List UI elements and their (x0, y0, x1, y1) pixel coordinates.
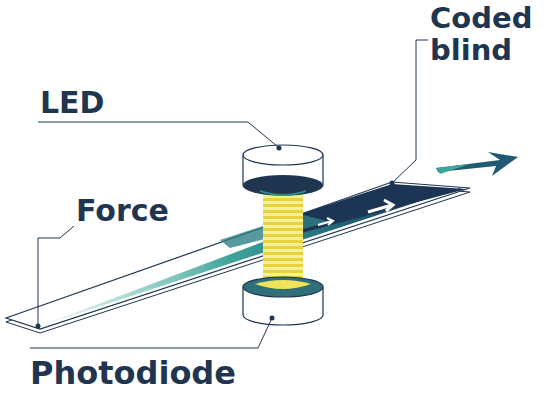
part-label: LED (40, 86, 160, 120)
part-label: Photodiode (30, 356, 290, 392)
part-label: Force (76, 194, 216, 228)
part-label: Coded blind (430, 2, 546, 67)
